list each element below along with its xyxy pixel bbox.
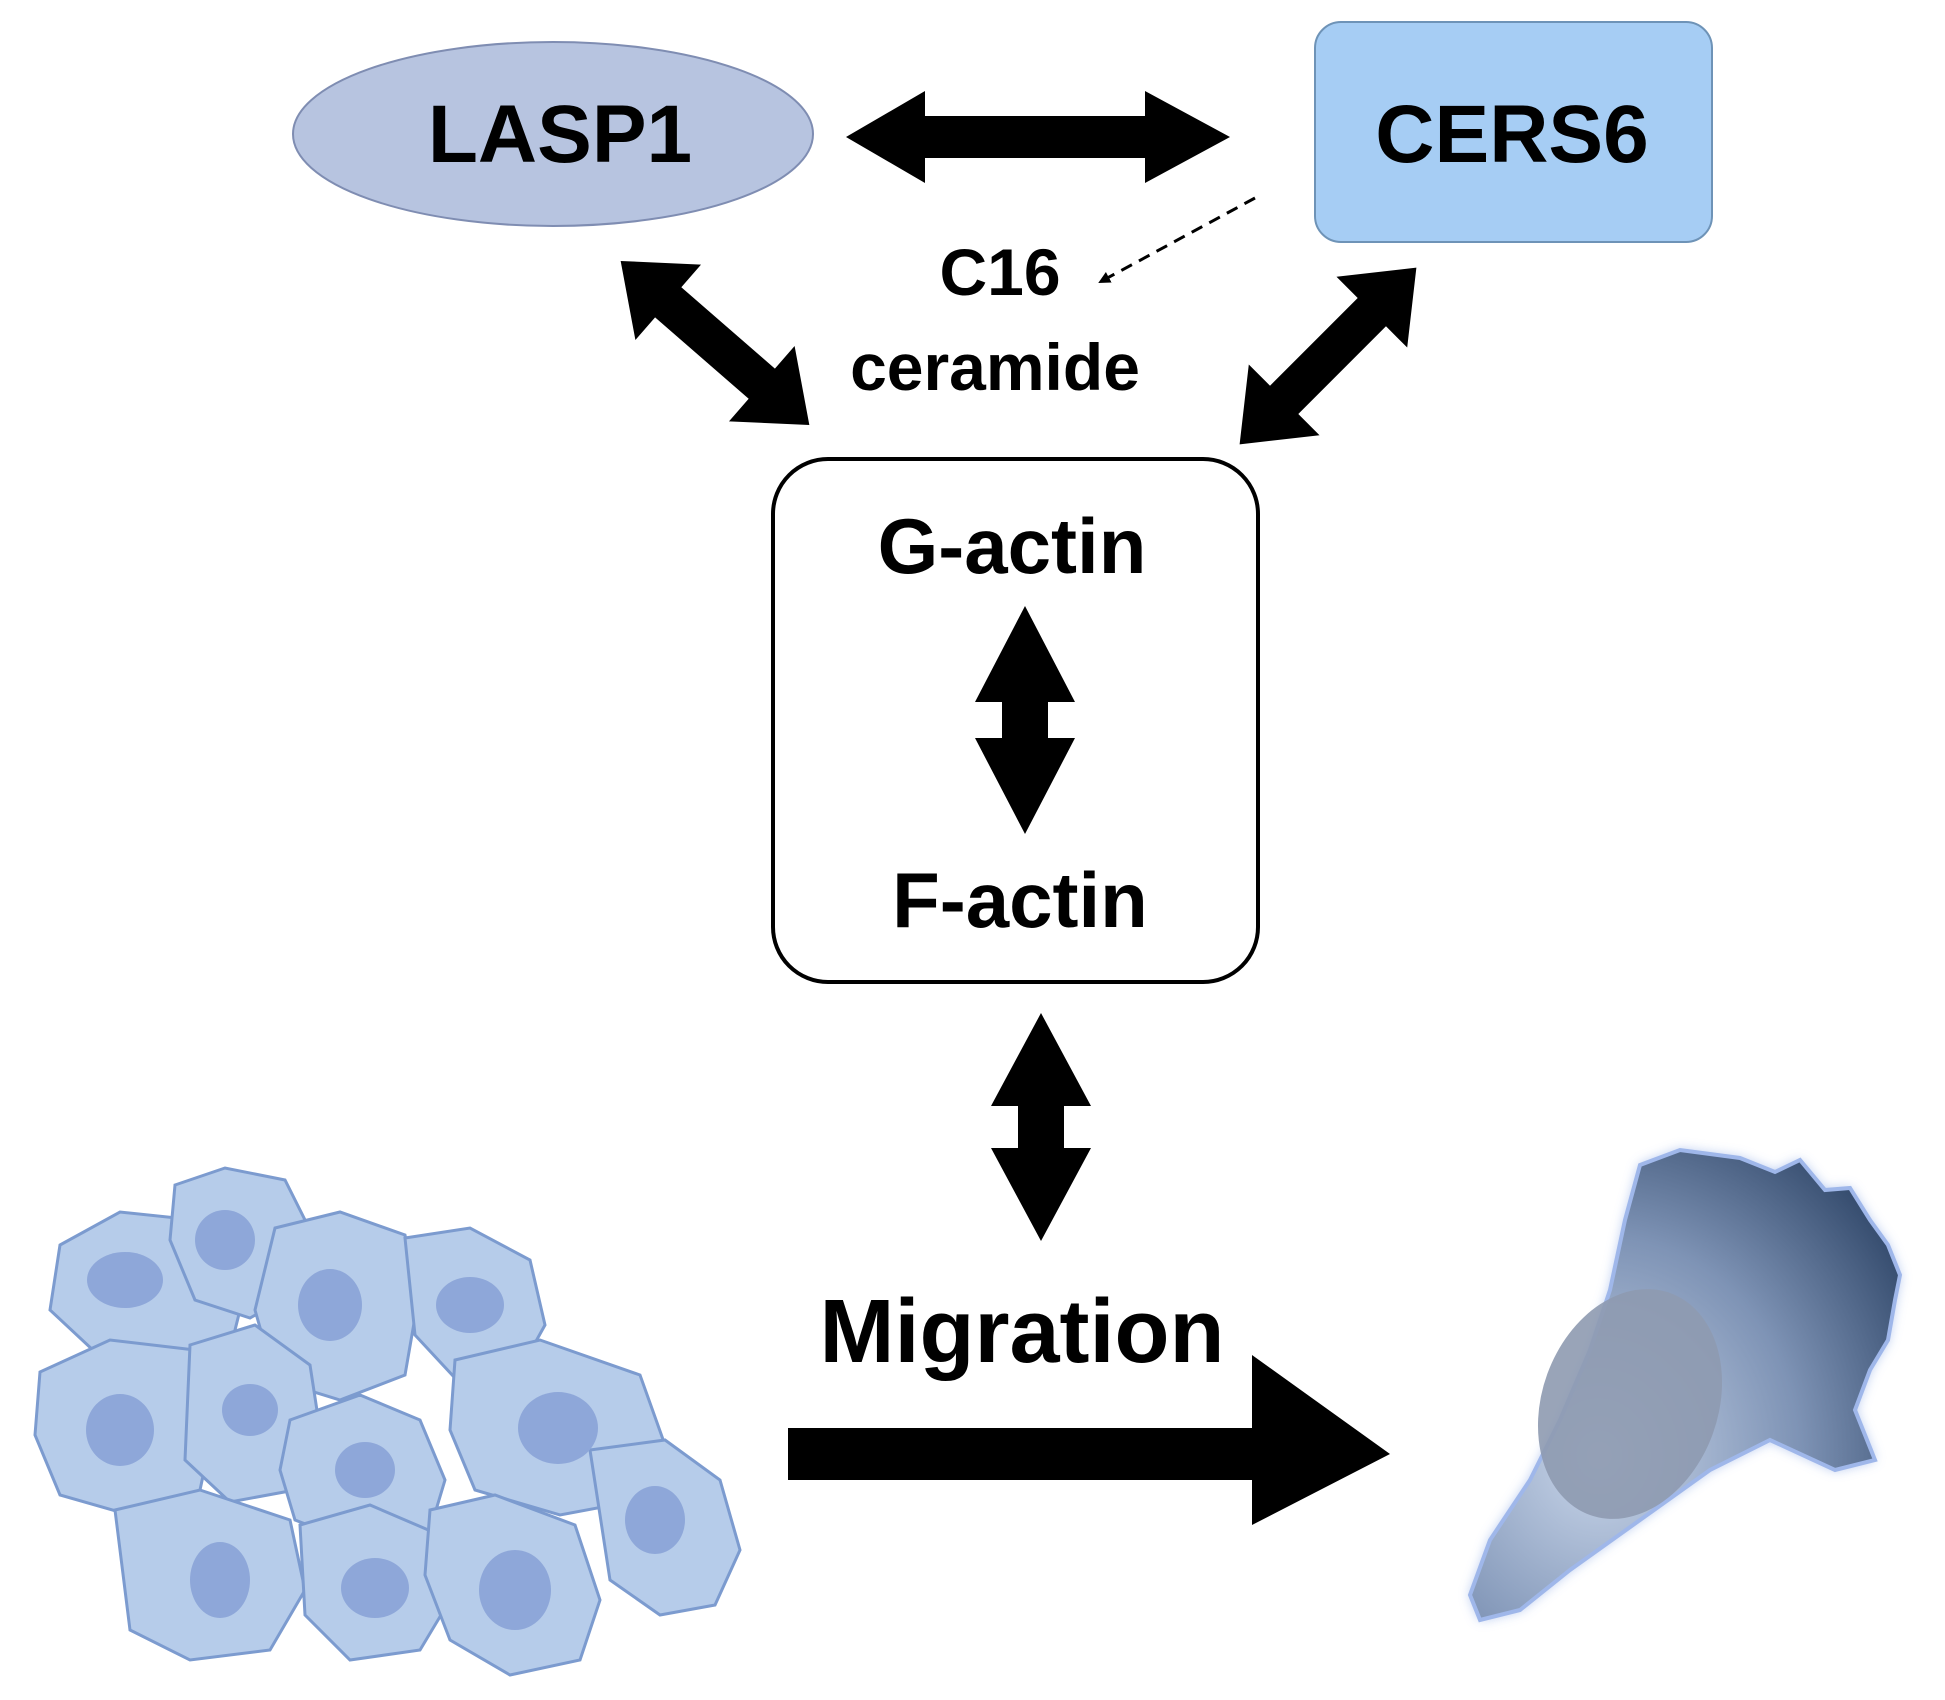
lasp1-node: LASP1 (292, 41, 814, 227)
lasp1-label: LASP1 (428, 89, 692, 180)
nucleus (222, 1384, 278, 1436)
cers6-label: CERS6 (1375, 89, 1648, 180)
cers6-actin-double-arrow (1239, 267, 1417, 445)
cers6-to-c16-dashed-arrow (1098, 196, 1256, 284)
nucleus (195, 1210, 255, 1270)
nucleus (436, 1277, 504, 1333)
nucleus (479, 1550, 551, 1630)
lasp1-cers6-double-arrow (846, 91, 1230, 183)
cell-nuclei (86, 1210, 685, 1630)
cers6-node: CERS6 (1314, 21, 1713, 243)
nucleus (190, 1542, 250, 1618)
nucleus (86, 1394, 154, 1466)
nucleus (335, 1442, 395, 1498)
f-actin-label: F-actin (892, 856, 1148, 944)
g-f-actin-double-arrow (975, 606, 1075, 834)
nucleus (341, 1558, 409, 1618)
c16-label: C16 (939, 235, 1060, 309)
nucleus (625, 1486, 685, 1554)
migrating-cell-nucleus (1537, 1289, 1723, 1519)
migration-arrow (788, 1355, 1390, 1525)
nucleus (87, 1252, 163, 1308)
actin-migration-double-arrow (991, 1013, 1091, 1241)
ceramide-label: ceramide (850, 330, 1140, 404)
g-actin-label: G-actin (878, 502, 1147, 590)
lasp1-actin-double-arrow (620, 260, 810, 426)
nucleus (518, 1392, 598, 1464)
nucleus (298, 1269, 362, 1341)
migrating-cell (1467, 1147, 1903, 1623)
migration-label: Migration (820, 1282, 1225, 1382)
